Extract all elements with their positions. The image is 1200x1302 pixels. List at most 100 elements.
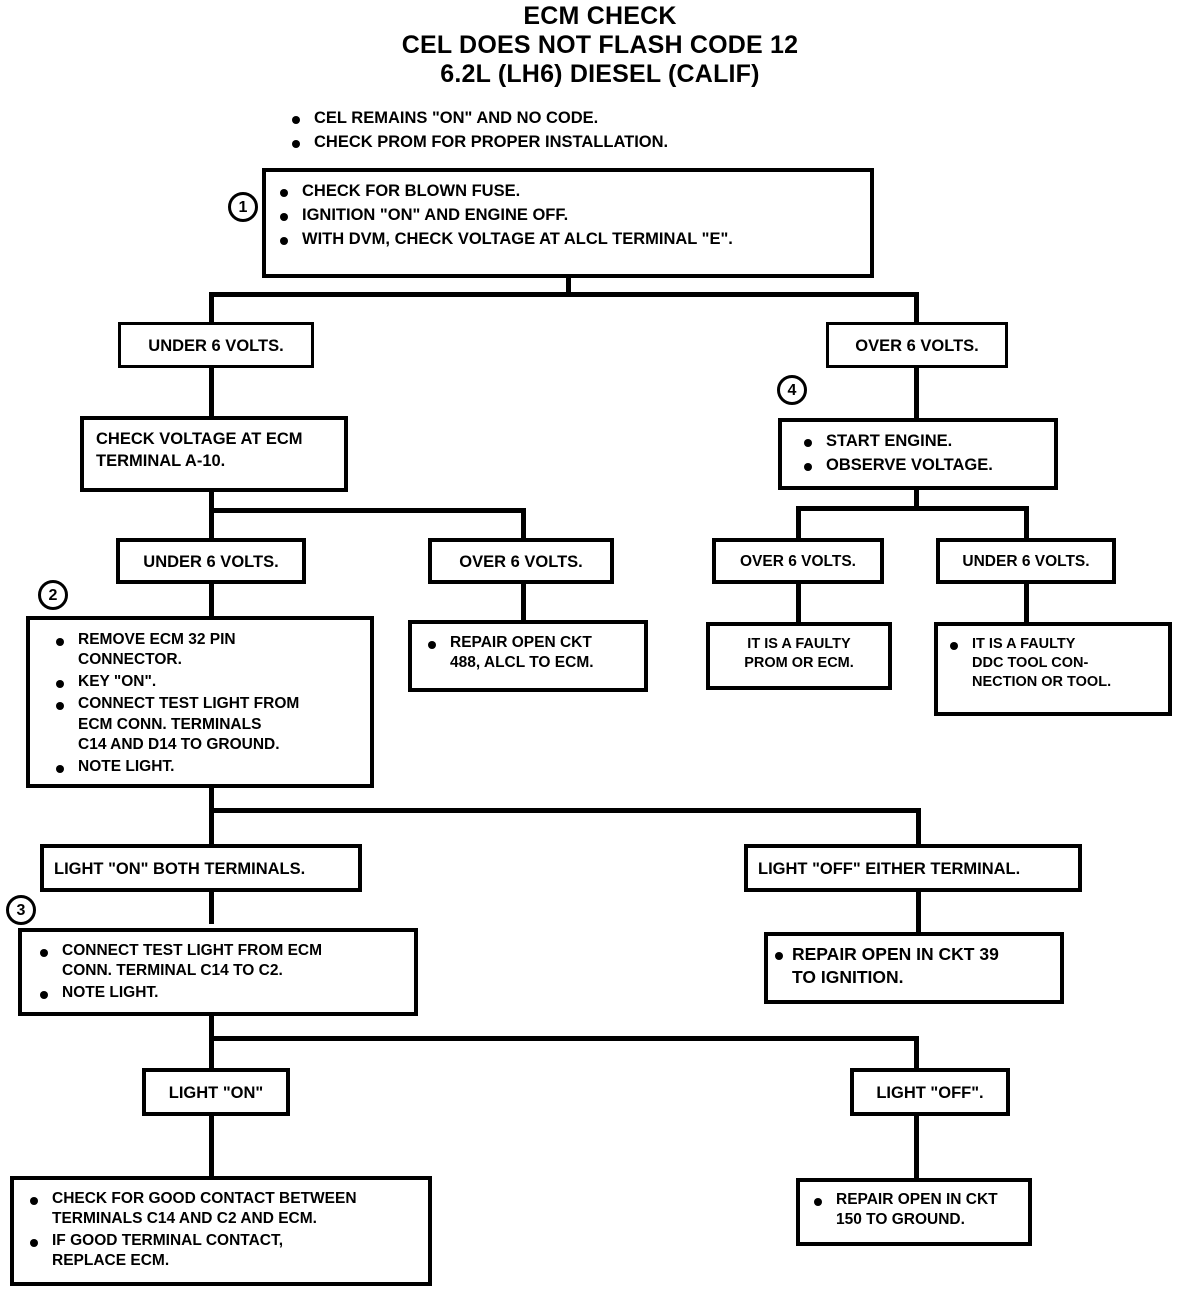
connector-startengine-down [914,490,919,510]
connector-split-bar-2 [209,508,526,513]
step-marker-4: 4 [777,375,807,405]
connector-split-bar-1 [209,292,919,297]
connector-step1-down [566,278,571,296]
connector-step3-down [209,1016,214,1042]
title-line-3: 6.2L (LH6) DIESEL (CALIF) [440,60,760,88]
faulty-ddc-line-1: IT IS A FAULTY [972,636,1076,652]
step2-bullet-1-line-2: CONNECTOR. [78,651,182,669]
light-off-either-label: LIGHT "OFF" EITHER TERMINAL. [758,860,1021,878]
connector-lighton-down [209,1116,214,1178]
connector-to-under6-a [209,508,214,542]
over-6-volts-c-label: OVER 6 VOLTS. [740,553,856,570]
intro-bullet-list: CEL REMAINS "ON" AND NO CODE. CHECK PROM… [288,108,908,154]
connector-to-under6-left [209,292,214,324]
node-faulty-prom-or-ecm[interactable]: IT IS A FAULTY PROM OR ECM. [706,622,892,690]
final-left-bullet-1: CHECK FOR GOOD CONTACT BETWEEN TERMINALS… [26,1189,428,1229]
node-step2-box[interactable]: REMOVE ECM 32 PIN CONNECTOR. KEY "ON". C… [26,616,374,788]
node-light-on-both-terminals[interactable]: LIGHT "ON" BOTH TERMINALS. [40,844,362,892]
node-repair-ckt-488[interactable]: REPAIR OPEN CKT 488, ALCL TO ECM. [408,620,648,692]
node-over-6-volts-c[interactable]: OVER 6 VOLTS. [712,538,884,584]
faulty-ddc-line-3: NECTION OR TOOL. [972,673,1112,690]
node-over-6-volts-right[interactable]: OVER 6 VOLTS. [826,322,1008,368]
title-line-2: CEL DOES NOT FLASH CODE 12 [401,31,799,59]
start-engine-bullet-2: OBSERVE VOLTAGE. [800,455,1054,477]
step2-bullet-3-line-3: C14 AND D14 TO GROUND. [78,735,280,753]
over-6-volts-right-label: OVER 6 VOLTS. [855,337,979,355]
connector-to-over6-c [796,506,801,542]
connector-over6c-down [796,584,801,622]
node-step3-box[interactable]: CONNECT TEST LIGHT FROM ECM CONN. TERMIN… [18,928,418,1016]
check-voltage-line-2: TERMINAL A-10. [96,451,226,470]
connector-checkvoltage-down [209,492,214,512]
final-left-bullet-2-line-2: REPLACE ECM. [52,1252,170,1270]
node-over-6-volts-b[interactable]: OVER 6 VOLTS. [428,538,614,584]
connector-under6d-down [1024,584,1029,622]
repair-39-line-2: TO IGNITION. [792,967,904,988]
step3-bullet-2: NOTE LIGHT. [36,983,414,1003]
connector-to-light-on [209,1036,214,1072]
step2-bullet-1-line-1: REMOVE ECM 32 PIN [78,631,236,648]
repair-39-line-1: REPAIR OPEN IN CKT 39 [792,944,999,964]
node-under-6-volts-d[interactable]: UNDER 6 VOLTS. [936,538,1116,584]
final-right-bullet: REPAIR OPEN IN CKT 150 TO GROUND. [810,1190,1028,1230]
node-light-on[interactable]: LIGHT "ON" [142,1068,290,1116]
connector-to-under6-d [1024,506,1029,542]
node-light-off-either-terminal[interactable]: LIGHT "OFF" EITHER TERMINAL. [744,844,1082,892]
intro-bullet-1: CEL REMAINS "ON" AND NO CODE. [288,108,908,130]
connector-under6left-down [209,368,214,418]
node-under-6-volts-a[interactable]: UNDER 6 VOLTS. [116,538,306,584]
faulty-prom-line-2: PROM OR ECM. [744,654,854,671]
node-check-voltage-ecm[interactable]: CHECK VOLTAGE AT ECM TERMINAL A-10. [80,416,348,492]
step2-bullet-2: KEY "ON". [52,672,370,692]
step3-bullet-1: CONNECT TEST LIGHT FROM ECM CONN. TERMIN… [36,941,414,981]
step2-bullet-4: NOTE LIGHT. [52,757,370,777]
step-marker-2: 2 [38,580,68,610]
check-voltage-line-1: CHECK VOLTAGE AT ECM [96,430,303,448]
step1-bullet-1: CHECK FOR BLOWN FUSE. [276,181,860,203]
repair-488-bullet: REPAIR OPEN CKT 488, ALCL TO ECM. [424,633,644,673]
final-left-bullet-1-line-1: CHECK FOR GOOD CONTACT BETWEEN [52,1190,357,1207]
step1-bullet-3: WITH DVM, CHECK VOLTAGE AT ALCL TERMINAL… [276,229,860,251]
connector-to-light-on-both [209,808,214,848]
connector-to-over6-right [914,292,919,324]
node-final-repair-ckt-150[interactable]: REPAIR OPEN IN CKT 150 TO GROUND. [796,1178,1032,1246]
step2-bullet-3-line-2: ECM CONN. TERMINALS [78,715,262,733]
node-step1-box[interactable]: CHECK FOR BLOWN FUSE. IGNITION "ON" AND … [262,168,874,278]
step2-bullet-3: CONNECT TEST LIGHT FROM ECM CONN. TERMIN… [52,694,370,754]
under-6-volts-left-label: UNDER 6 VOLTS. [148,337,284,355]
under-6-volts-a-label: UNDER 6 VOLTS. [143,553,279,571]
under-6-volts-d-label: UNDER 6 VOLTS. [962,553,1090,570]
node-start-engine[interactable]: START ENGINE. OBSERVE VOLTAGE. [778,418,1058,490]
over-6-volts-b-label: OVER 6 VOLTS. [459,553,583,571]
step2-bullet-1: REMOVE ECM 32 PIN CONNECTOR. [52,630,370,670]
repair-39-bullet: REPAIR OPEN IN CKT 39 TO IGNITION. [774,943,1060,990]
connector-over6b-down [521,584,526,622]
intro-bullet-2: CHECK PROM FOR PROPER INSTALLATION. [288,132,908,154]
node-faulty-ddc-tool[interactable]: IT IS A FAULTY DDC TOOL CON- NECTION OR … [934,622,1172,716]
light-off-label: LIGHT "OFF". [876,1084,984,1102]
title-line-1: ECM CHECK [523,2,677,30]
faulty-prom-line-1: IT IS A FAULTY [747,636,851,652]
node-light-off[interactable]: LIGHT "OFF". [850,1068,1010,1116]
connector-split-bar-5 [209,1036,919,1041]
connector-to-light-off-either [916,808,921,848]
connector-over6right-down [914,368,919,418]
step1-bullet-2: IGNITION "ON" AND ENGINE OFF. [276,205,860,227]
node-under-6-volts-left[interactable]: UNDER 6 VOLTS. [118,322,314,368]
step-marker-3: 3 [6,895,36,925]
connector-split-bar-3 [796,506,1029,511]
connector-lightoffeither-down [916,892,921,932]
light-on-label: LIGHT "ON" [168,1084,264,1102]
connector-to-light-off [914,1036,919,1072]
step-marker-1: 1 [228,192,258,222]
node-repair-ckt-39-ignition[interactable]: REPAIR OPEN IN CKT 39 TO IGNITION. [764,932,1064,1004]
diagram-title: ECM CHECK CEL DOES NOT FLASH CODE 12 6.2… [0,2,1200,89]
faulty-ddc-line-2: DDC TOOL CON- [972,654,1089,671]
repair-488-line-1: REPAIR OPEN CKT [450,634,592,651]
step3-bullet-1-line-1: CONNECT TEST LIGHT FROM ECM [62,942,323,959]
connector-step2-down [209,788,214,812]
final-right-line-1: REPAIR OPEN IN CKT [836,1191,998,1208]
final-left-bullet-1-line-2: TERMINALS C14 AND C2 AND ECM. [52,1210,317,1228]
final-left-bullet-2: IF GOOD TERMINAL CONTACT, REPLACE ECM. [26,1231,428,1271]
node-final-check-contact[interactable]: CHECK FOR GOOD CONTACT BETWEEN TERMINALS… [10,1176,432,1286]
